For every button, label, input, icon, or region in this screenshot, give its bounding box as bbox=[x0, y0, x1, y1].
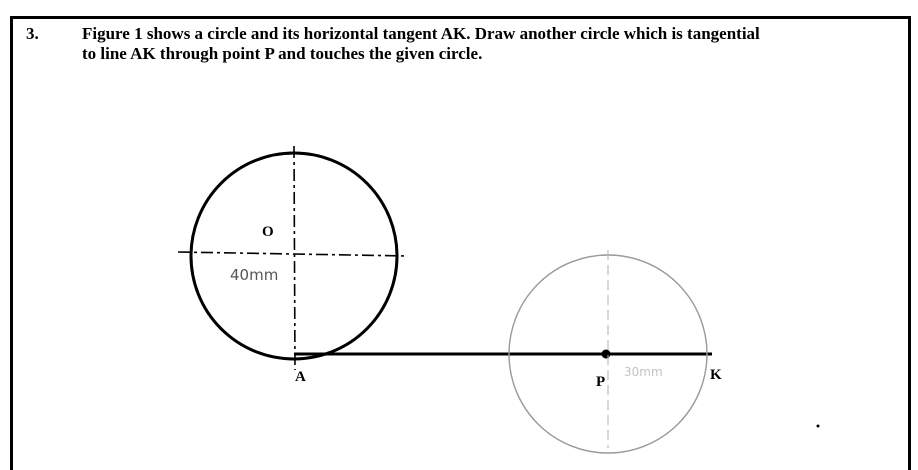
label-p: P bbox=[596, 374, 605, 390]
question-text-line-2: to line AK through point P and touches t… bbox=[82, 44, 483, 63]
label-a: A bbox=[295, 369, 306, 385]
handwritten-faint-note: 30mm bbox=[624, 365, 663, 379]
question-frame bbox=[10, 16, 911, 470]
question-text: Figure 1 shows a circle and its horizont… bbox=[82, 24, 897, 64]
given-circle-vertical-centerline bbox=[293, 145, 296, 371]
point-p-dot bbox=[601, 349, 611, 359]
stray-mark bbox=[816, 424, 820, 428]
handwritten-radius-note: 40mm bbox=[230, 266, 278, 284]
label-k: K bbox=[710, 367, 722, 383]
question-number: 3. bbox=[26, 24, 39, 43]
question-text-line-1: Figure 1 shows a circle and its horizont… bbox=[82, 24, 760, 43]
top-cut-strip bbox=[0, 0, 918, 4]
top-cut-edge bbox=[0, 0, 918, 8]
given-circle-horizontal-centerline bbox=[177, 251, 409, 257]
label-o: O bbox=[262, 224, 274, 240]
